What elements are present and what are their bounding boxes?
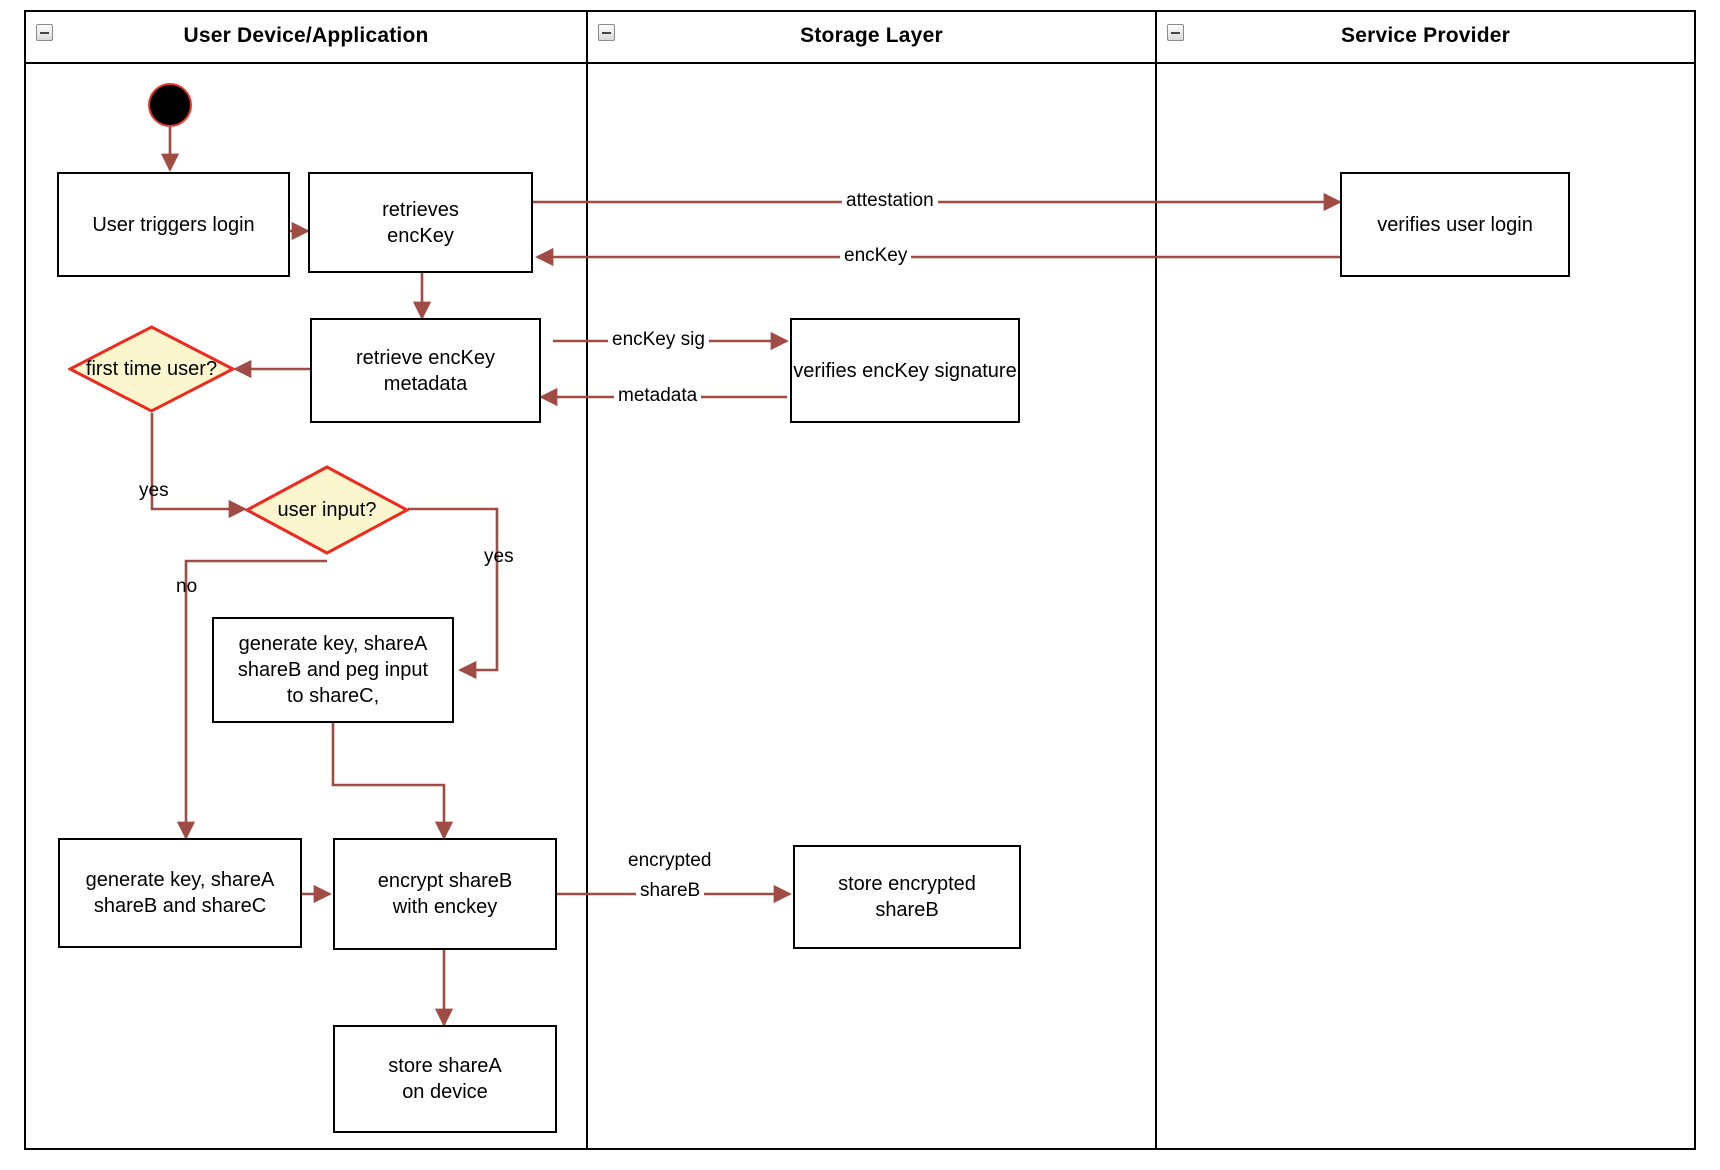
node-label-line2: metadata [383,372,468,395]
decision-user-input[interactable]: user input? [243,465,411,555]
node-encrypt-shareb-with-enckey[interactable]: encrypt shareB with enckey [333,838,557,950]
edge-label-yes-first-time: yes [139,480,169,501]
node-label-line1: generate key, shareA [238,633,428,655]
collapse-minus-icon-lane-3[interactable] [1167,24,1184,41]
decision-label-line1: first time [85,357,162,380]
swimlane-divider-1 [586,10,588,1150]
node-store-encrypted-shareb[interactable]: store encrypted shareB [793,845,1021,949]
decision-label: user input? [245,465,409,555]
node-verifies-enckey-signature[interactable]: verifies encKey signature [790,318,1020,423]
swimlane-header-rule [24,62,1696,64]
decision-diamond-shape [66,325,237,413]
node-generate-key-sharea-shareb-sharec[interactable]: generate key, shareA shareB and shareC [58,838,302,948]
node-label-line2: encKey [387,224,454,247]
swimlane-title-service-provider: Service Provider [1341,24,1510,47]
node-label-line2: on device [402,1081,488,1103]
edge-label-encrypted-shareb-line2: shareB [636,880,705,902]
swimlane-title-storage-layer: Storage Layer [800,24,943,47]
node-label-line2: shareB and shareC [93,895,267,917]
edge-label-enckey-sig: encKey sig [608,329,709,351]
edge-label-enckey: encKey [840,245,912,267]
node-label-line3: to shareC, [286,685,380,707]
node-user-triggers-login[interactable]: User triggers login [57,172,290,277]
node-verifies-user-login[interactable]: verifies user login [1340,172,1570,277]
edge-label-yes-user-input: yes [484,546,514,567]
edge-label-no-user-input: no [176,576,198,597]
edge-label-metadata: metadata [614,385,702,407]
node-label-line1: encrypt shareB [377,870,513,892]
node-retrieves-enckey[interactable]: retrieves encKey [308,172,533,273]
node-label-line2: with enckey [392,896,498,918]
edge-label-attestation: attestation [842,190,938,212]
node-label-line2: shareB [875,899,939,921]
node-label: verifies user login [1377,213,1533,236]
decision-first-time-user[interactable]: first time user? [66,325,237,413]
collapse-minus-icon-lane-1[interactable] [36,24,53,41]
node-label: verifies encKey signature [793,359,1017,382]
node-label-line1: store encrypted [838,873,976,895]
swimlane-frame [24,10,1696,1150]
node-label-line1: retrieve encKey [356,346,495,369]
node-label-line1: generate key, shareA [85,869,275,891]
collapse-minus-icon-lane-2[interactable] [598,24,615,41]
node-label-line1: retrieves [382,198,459,221]
edge-label-encrypted-shareb-line1: encrypted [624,850,716,872]
node-label-line2: shareB and peg input [237,659,429,681]
decision-label-line2: user? [167,357,218,380]
swimlane-divider-2 [1155,10,1157,1150]
node-generate-key-peg-input[interactable]: generate key, shareA shareB and peg inpu… [212,617,454,723]
node-label-line1: store shareA [388,1055,502,1077]
decision-label: first time user? [68,325,235,413]
decision-label-text: user input? [277,498,377,521]
node-retrieve-enckey-metadata[interactable]: retrieve encKey metadata [310,318,541,423]
node-label: User triggers login [92,213,255,236]
node-store-sharea-on-device[interactable]: store shareA on device [333,1025,557,1133]
decision-diamond-shape [243,465,411,555]
initial-node [148,83,192,127]
swimlane-title-user-device: User Device/Application [183,24,429,47]
